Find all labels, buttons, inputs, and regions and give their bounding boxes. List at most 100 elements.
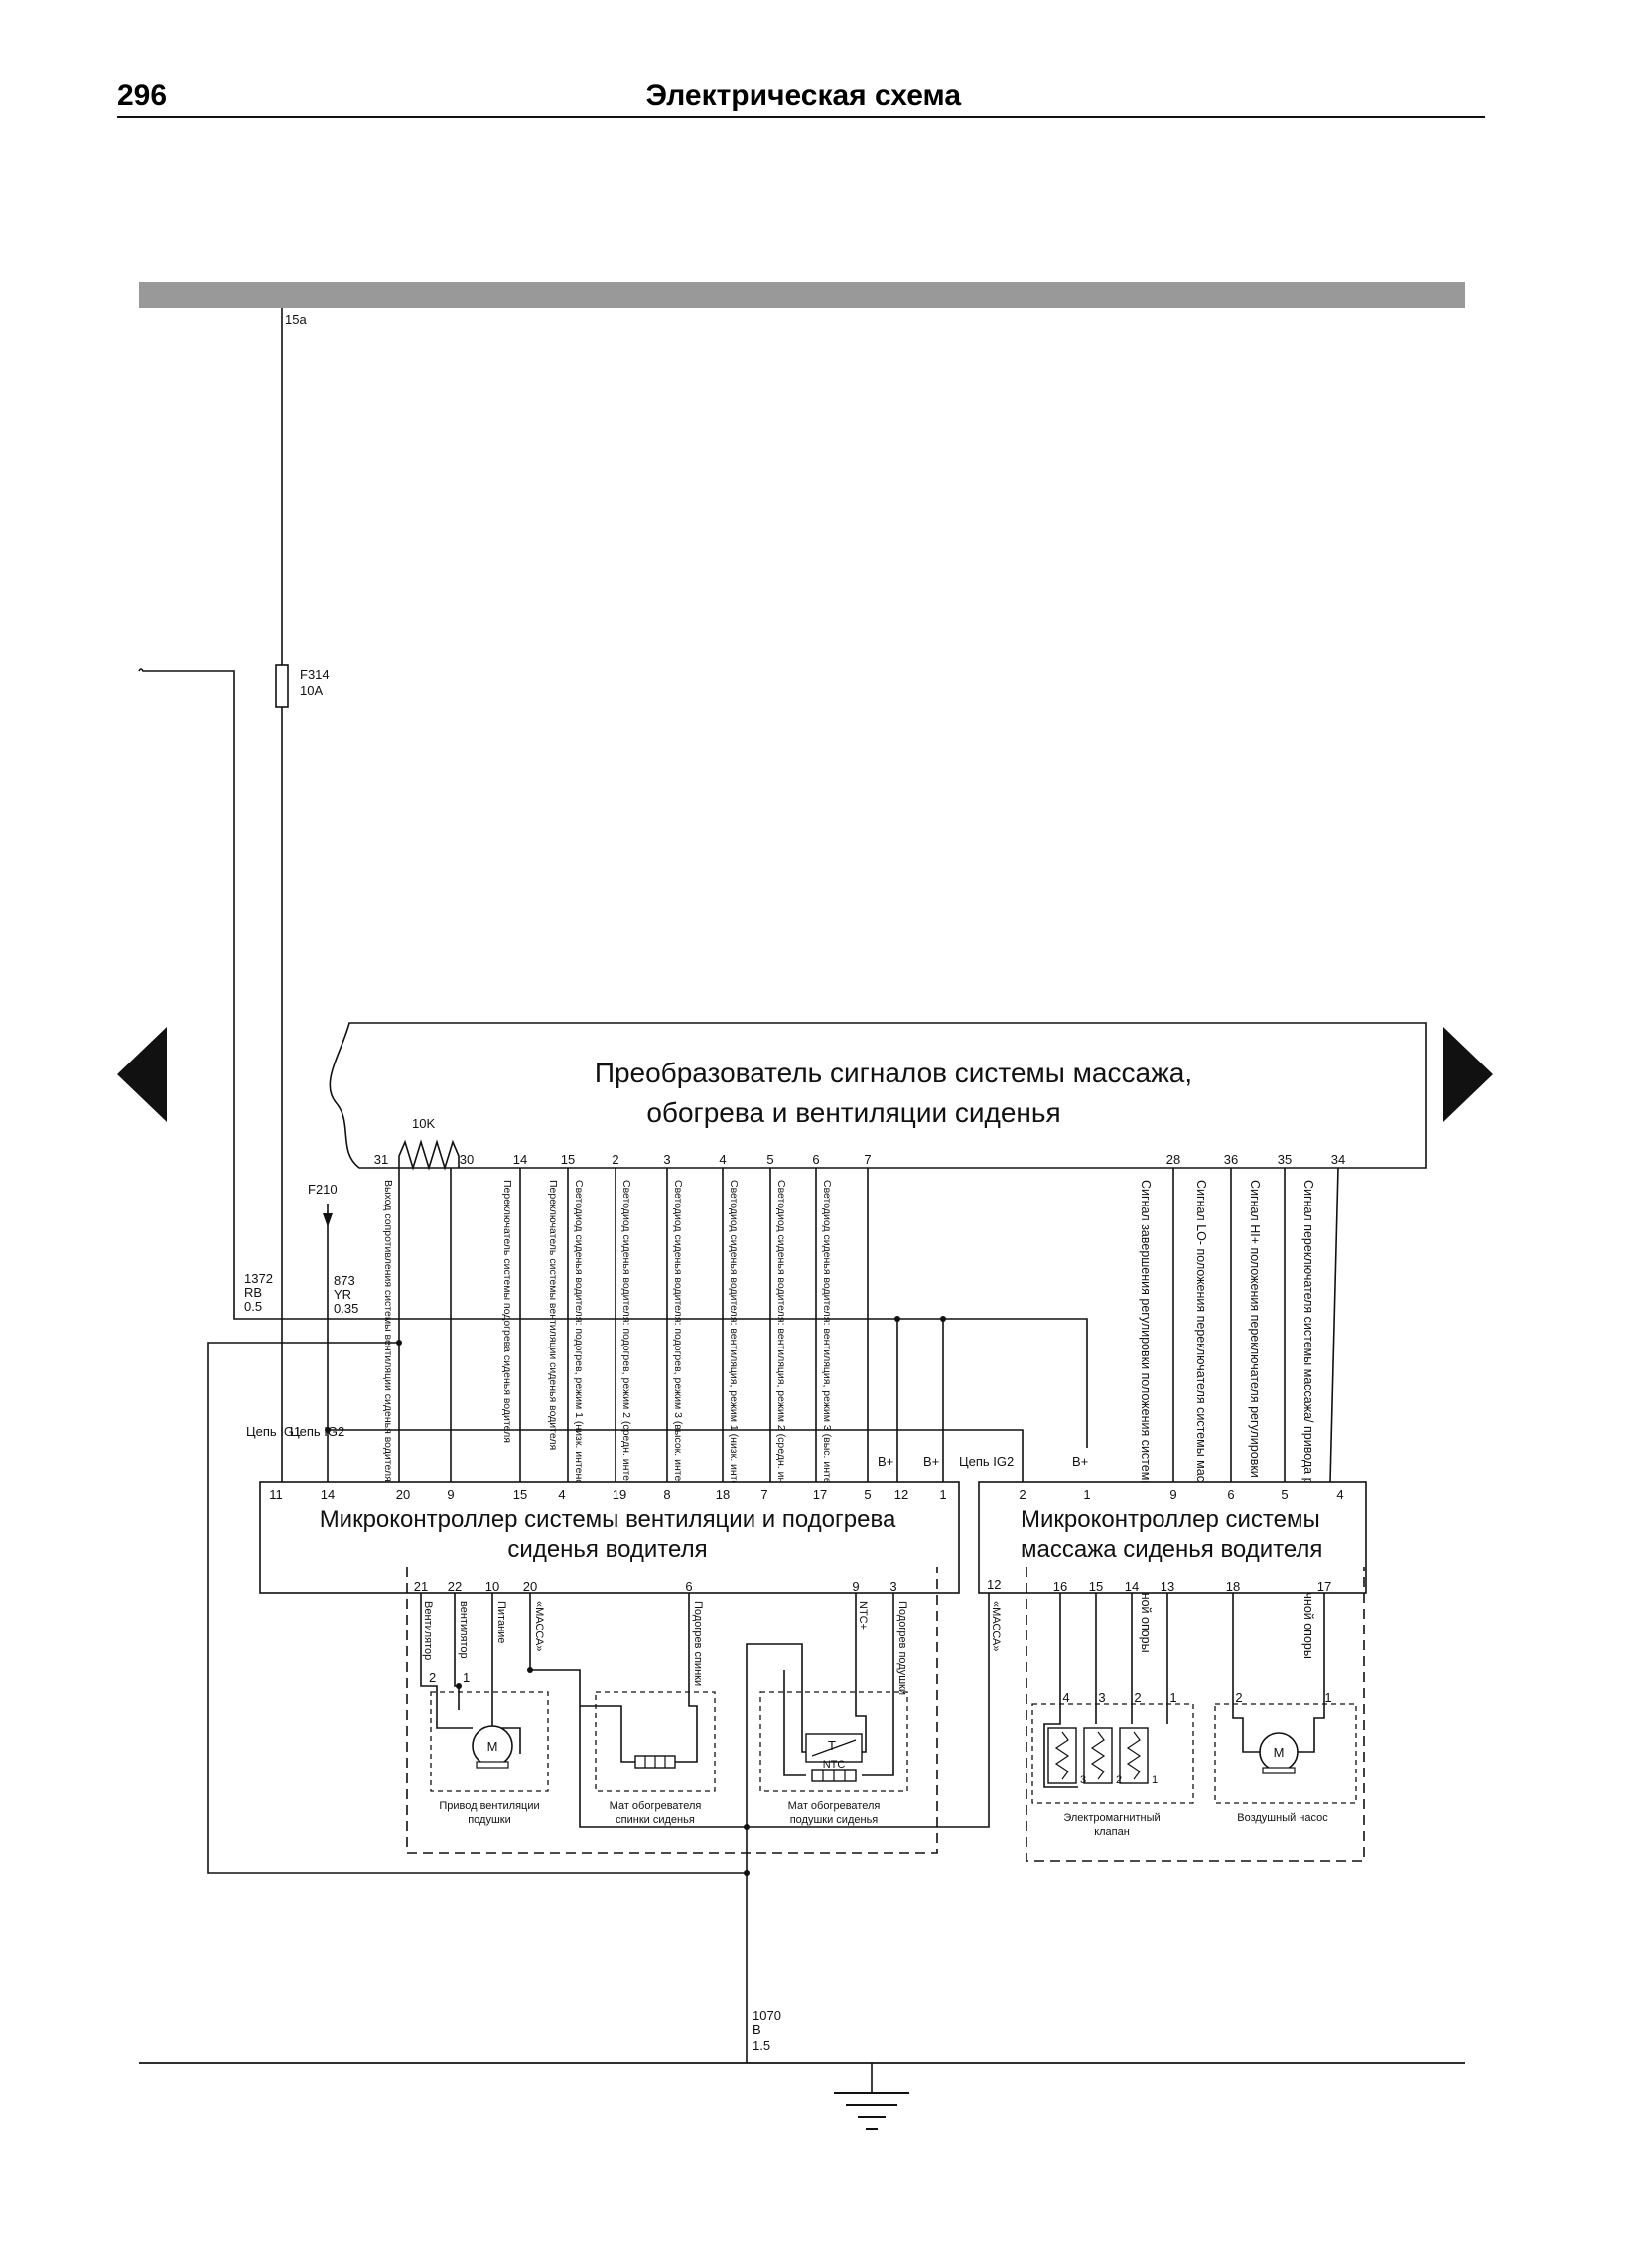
power-bus-bar (139, 282, 1465, 308)
svg-text:6: 6 (685, 1579, 692, 1594)
mcu-right-title-line1: Микроконтроллер системы (1021, 1506, 1320, 1533)
svg-text:7: 7 (760, 1488, 767, 1502)
svg-text:Выход сопротивления системы ве: Выход сопротивления системы вентиляции с… (382, 1180, 394, 1482)
svg-text:Светодиод сиденья водителя: по: Светодиод сиденья водителя: подогрев, ре… (620, 1180, 632, 1497)
svg-text:22: 22 (448, 1579, 462, 1594)
ntc-slash (811, 1739, 857, 1757)
svg-text:6: 6 (812, 1152, 819, 1167)
mcu-right-ground-pin: 12 (987, 1577, 1001, 1592)
fan-caption-2: подушки (468, 1814, 511, 1826)
wire-ig2-bus (328, 1429, 1024, 1482)
arrow-down-icon (323, 1213, 333, 1227)
svg-text:18: 18 (716, 1488, 730, 1502)
svg-text:1: 1 (1324, 1690, 1331, 1705)
junction-dot (527, 1667, 533, 1673)
fan-pin-labels: 2 1 (429, 1670, 470, 1685)
mcu-ventilation-heating (259, 1481, 960, 1594)
converter-title-line2: обогрева и вентиляции сиденья (646, 1097, 1060, 1128)
svg-text:0.5: 0.5 (244, 1299, 262, 1314)
svg-text:7: 7 (864, 1152, 871, 1167)
svg-text:873: 873 (334, 1273, 355, 1288)
wire-pump-18 (1232, 1593, 1261, 1753)
svg-text:1: 1 (939, 1488, 946, 1502)
svg-text:14: 14 (1125, 1579, 1139, 1594)
junction-dot (744, 1824, 750, 1830)
mcu-massage (978, 1481, 1367, 1594)
wire-cushion-ground (746, 1643, 806, 1873)
svg-text:B: B (753, 2022, 761, 2037)
converter-signal-descriptions: Выход сопротивления системы вентиляции с… (382, 1180, 1315, 1659)
next-page-arrow-icon[interactable] (1443, 1027, 1493, 1122)
svg-text:34: 34 (1331, 1152, 1345, 1167)
mcu-right-bottom-pins: 16 15 14 13 18 17 (1053, 1579, 1331, 1594)
back-mat-enclosure (595, 1691, 716, 1792)
svg-text:14: 14 (321, 1488, 335, 1502)
svg-text:12: 12 (894, 1488, 908, 1502)
wire-ntc (855, 1593, 867, 1753)
seat-harness-left-enclosure (406, 1567, 938, 1854)
svg-text:RB: RB (244, 1285, 262, 1300)
svg-text:21: 21 (414, 1579, 428, 1594)
svg-text:1: 1 (1083, 1488, 1090, 1502)
svg-text:8: 8 (663, 1488, 670, 1502)
svg-text:1372: 1372 (244, 1271, 273, 1286)
svg-text:2: 2 (1019, 1488, 1026, 1502)
ntc-label: NTC (823, 1759, 846, 1771)
svg-text:2: 2 (1116, 1774, 1122, 1786)
fan-caption-1: Привод вентиляции (439, 1800, 539, 1812)
svg-text:«МАССА»: «МАССА» (533, 1601, 545, 1651)
svg-text:Светодиод сиденья водителя: ве: Светодиод сиденья водителя: вентиляция, … (728, 1180, 740, 1503)
svg-text:3: 3 (1098, 1690, 1105, 1705)
svg-text:1.5: 1.5 (753, 2038, 770, 2053)
mcu-left-bottom-pins: 21 22 10 20 6 9 3 (414, 1579, 897, 1594)
svg-text:Светодиод сиденья водителя: по: Светодиод сиденья водителя: подогрев, ре… (672, 1180, 684, 1498)
wire-valve-16 (1043, 1593, 1078, 1788)
bus-label-15a: 15a (285, 312, 307, 327)
junction-dot (940, 1316, 946, 1322)
svg-text:4: 4 (1062, 1690, 1069, 1705)
svg-text:16: 16 (1053, 1579, 1067, 1594)
svg-text:1070: 1070 (753, 2008, 781, 2023)
svg-text:5: 5 (864, 1488, 871, 1502)
svg-text:9: 9 (447, 1488, 454, 1502)
signal-converter-box (329, 1022, 1427, 1169)
svg-text:Подогрев спинки: Подогрев спинки (692, 1601, 704, 1686)
svg-text:36: 36 (1224, 1152, 1238, 1167)
mcu-right-title-line2: массажа сиденья водителя (1021, 1536, 1322, 1563)
fuse-f314 (275, 664, 289, 708)
svg-text:Переключатель системы подогрев: Переключатель системы подогрева сиденья … (501, 1180, 513, 1443)
previous-page-arrow-icon[interactable] (117, 1027, 167, 1122)
wire-fan-motor-b (491, 1710, 521, 1754)
pump-motor-base (1262, 1767, 1296, 1774)
svg-text:15: 15 (1089, 1579, 1103, 1594)
cushion-mat-caption-2: подушки сиденья (790, 1814, 879, 1826)
svg-text:9: 9 (852, 1579, 859, 1594)
valve-caption-1: Электромагнитный (1063, 1812, 1160, 1824)
wire-fan-21 (420, 1593, 438, 1710)
mcu-left-title-line1: Микроконтроллер системы вентиляции и под… (320, 1506, 896, 1533)
back-mat-caption-2: спинки сиденья (616, 1814, 695, 1826)
pump-motor-letter: M (1274, 1745, 1285, 1760)
svg-text:Сигнал LO- положения переключа: Сигнал LO- положения переключателя систе… (1194, 1180, 1208, 1510)
svg-text:15: 15 (513, 1488, 527, 1502)
svg-text:3: 3 (889, 1579, 896, 1594)
wire-cushion-heater (862, 1593, 894, 1776)
wire-1372-label: 1372 RB 0.5 (244, 1271, 273, 1314)
svg-text:3: 3 (663, 1152, 670, 1167)
cushion-mat-caption-1: Мат обогревателя (788, 1800, 881, 1812)
svg-text:1: 1 (463, 1670, 470, 1685)
fan-motor-letter: M (487, 1739, 498, 1754)
wire-1372 (138, 668, 1088, 1448)
svg-text:31: 31 (374, 1152, 388, 1167)
wire-pump-17 (1297, 1593, 1325, 1753)
svg-text:15: 15 (561, 1152, 575, 1167)
pump-caption: Воздушный насос (1237, 1812, 1328, 1824)
svg-text:Подогрев подушки: Подогрев подушки (896, 1601, 908, 1695)
solenoid-coil-icon (1047, 1727, 1149, 1784)
svg-text:Цепь IG1: Цепь IG1 (246, 1424, 301, 1439)
resistor-value: 10K (412, 1116, 435, 1131)
svg-text:6: 6 (1227, 1488, 1234, 1502)
seat-harness-right-enclosure (1026, 1567, 1365, 1862)
svg-text:2: 2 (1134, 1690, 1141, 1705)
wire-ground-20 (529, 1593, 747, 1828)
